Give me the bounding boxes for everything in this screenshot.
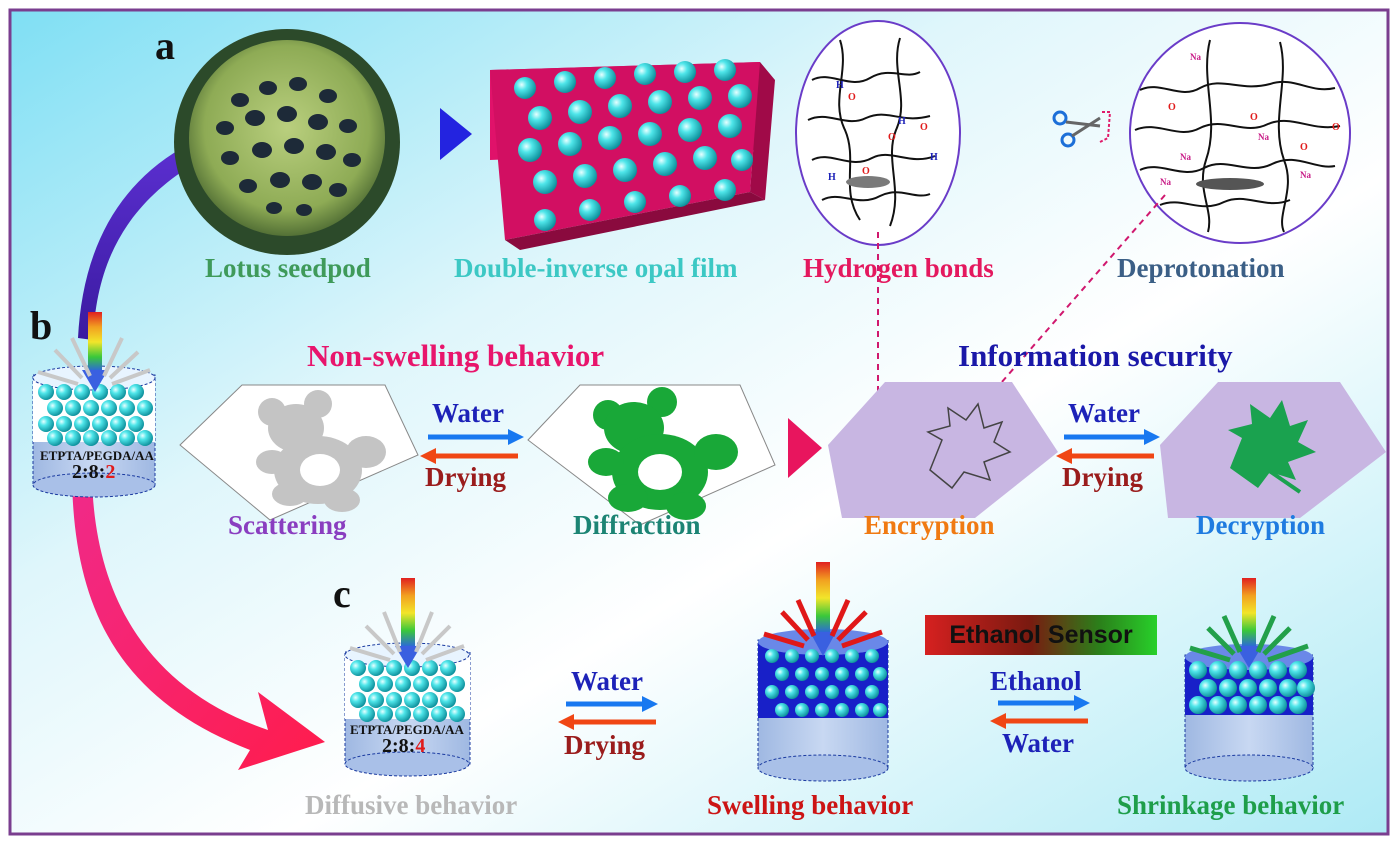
drying-label-2: Drying bbox=[1062, 462, 1143, 492]
ratio-b: 2:8:2 bbox=[72, 461, 115, 484]
encryption-label: Encryption bbox=[864, 510, 995, 540]
panel-label-a: a bbox=[155, 23, 175, 68]
ethanol-sensor-label: Ethanol Sensor bbox=[949, 620, 1133, 649]
composition-c: ETPTA/PEGDA/AA bbox=[350, 722, 464, 737]
ratio-c-prefix: 2:8: bbox=[382, 735, 416, 757]
lotus-seedpod-image bbox=[174, 29, 400, 255]
cylinder-b bbox=[32, 312, 156, 498]
svg-text:Na: Na bbox=[1300, 170, 1311, 180]
shrinkage-behavior-label: Shrinkage behavior bbox=[1117, 790, 1345, 820]
diffusive-behavior-label: Diffusive behavior bbox=[305, 790, 518, 820]
svg-text:Na: Na bbox=[1180, 152, 1191, 162]
ratio-b-highlight: 2 bbox=[105, 461, 116, 483]
ethanol-sensor-box: Ethanol Sensor bbox=[925, 615, 1157, 655]
opal-film-label: Double-inverse opal film bbox=[454, 253, 738, 283]
ethanol-label: Ethanol bbox=[990, 666, 1082, 696]
drying-label-1: Drying bbox=[425, 462, 506, 492]
lotus-seedpod-label: Lotus seedpod bbox=[205, 253, 371, 283]
opal-film-image bbox=[490, 59, 775, 250]
svg-text:Na: Na bbox=[1258, 132, 1269, 142]
decryption-label: Decryption bbox=[1196, 510, 1325, 540]
water-label-1: Water bbox=[432, 398, 504, 428]
cylinder-swelling bbox=[757, 562, 889, 782]
ratio-b-prefix: 2:8: bbox=[72, 461, 106, 483]
hydrogen-bond-network-image: O O O O H H H H bbox=[795, 20, 961, 246]
panel-label-b: b bbox=[30, 303, 53, 348]
water-label-4: Water bbox=[1002, 728, 1074, 758]
svg-text:O: O bbox=[848, 92, 856, 103]
scattering-label: Scattering bbox=[228, 510, 347, 540]
arrow-pair-3 bbox=[558, 696, 658, 730]
arrow-pair-2 bbox=[1056, 429, 1160, 464]
arrow-pair-1 bbox=[420, 429, 524, 464]
pink-curved-arrow bbox=[72, 478, 325, 770]
svg-text:Na: Na bbox=[1160, 177, 1171, 187]
svg-text:H: H bbox=[836, 80, 844, 91]
information-security-heading: Information security bbox=[958, 338, 1233, 373]
ratio-c: 2:8:4 bbox=[382, 735, 425, 758]
encryption-panel bbox=[828, 382, 1058, 518]
water-label-3: Water bbox=[571, 666, 643, 696]
hydrogen-bonds-label: Hydrogen bonds bbox=[803, 253, 994, 283]
svg-text:O: O bbox=[1168, 102, 1176, 113]
svg-text:H: H bbox=[930, 152, 938, 163]
svg-text:H: H bbox=[898, 116, 906, 127]
svg-text:O: O bbox=[1332, 122, 1340, 133]
non-swelling-heading: Non-swelling behavior bbox=[307, 338, 605, 373]
svg-text:O: O bbox=[1250, 112, 1258, 123]
scattering-panel bbox=[179, 384, 419, 521]
decryption-panel bbox=[1160, 382, 1386, 518]
panel-label-c: c bbox=[333, 571, 351, 616]
arrow-pair-4 bbox=[990, 695, 1090, 729]
swelling-behavior-label: Swelling behavior bbox=[707, 790, 914, 820]
diffraction-label: Diffraction bbox=[573, 510, 701, 540]
drying-label-3: Drying bbox=[564, 730, 645, 760]
cylinder-shrinkage bbox=[1184, 578, 1315, 782]
composition-b: ETPTA/PEGDA/AA bbox=[40, 448, 154, 463]
svg-text:Na: Na bbox=[1190, 52, 1201, 62]
connector-deprot-to-encryption bbox=[959, 194, 1166, 431]
blue-triangle-arrow bbox=[440, 108, 472, 160]
svg-text:O: O bbox=[920, 122, 928, 133]
ratio-c-highlight: 4 bbox=[415, 735, 426, 757]
svg-text:O: O bbox=[1300, 142, 1308, 153]
pink-triangle-arrow bbox=[788, 418, 822, 478]
cylinder-diffusive bbox=[344, 578, 471, 777]
deprotonation-label: Deprotonation bbox=[1117, 253, 1285, 283]
scissors-icon bbox=[1052, 110, 1112, 148]
svg-text:O: O bbox=[862, 166, 870, 177]
diffraction-panel bbox=[527, 384, 776, 526]
svg-text:O: O bbox=[888, 132, 896, 143]
water-label-2: Water bbox=[1068, 398, 1140, 428]
svg-text:H: H bbox=[828, 172, 836, 183]
